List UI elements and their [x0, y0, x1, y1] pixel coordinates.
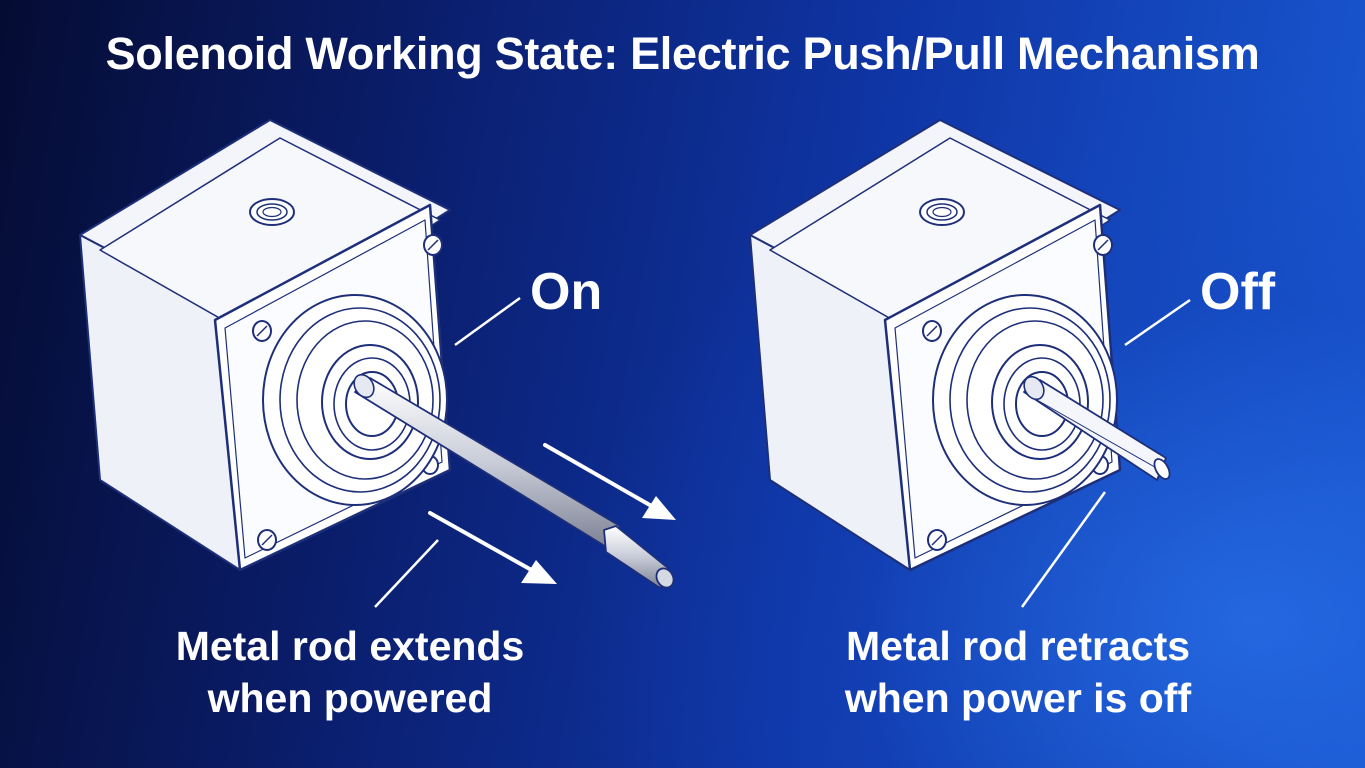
off-caption-leader-line: [1020, 491, 1107, 608]
on-caption-line-1: Metal rod extends: [175, 623, 525, 669]
extend-direction-arrows: [428, 443, 676, 584]
off-state-label: Off: [1200, 263, 1276, 321]
off-caption: Metal rod retracts when power is off: [808, 620, 1228, 724]
solenoid-off-body: [748, 118, 1122, 572]
off-leader-line: [1124, 298, 1191, 347]
on-caption-line-2: when powered: [207, 675, 493, 721]
extended-metal-rod: [353, 373, 675, 589]
on-caption-leader-line: [374, 539, 439, 608]
solenoid-on-body: [78, 118, 452, 572]
on-state-label: On: [530, 263, 603, 321]
diagram-title: Solenoid Working State: Electric Push/Pu…: [105, 28, 1260, 79]
on-caption: Metal rod extends when powered: [140, 620, 560, 724]
retracted-metal-rod: [1023, 375, 1171, 481]
off-caption-line-2: when power is off: [844, 675, 1192, 721]
on-leader-line: [454, 296, 521, 347]
off-caption-line-1: Metal rod retracts: [845, 623, 1191, 669]
